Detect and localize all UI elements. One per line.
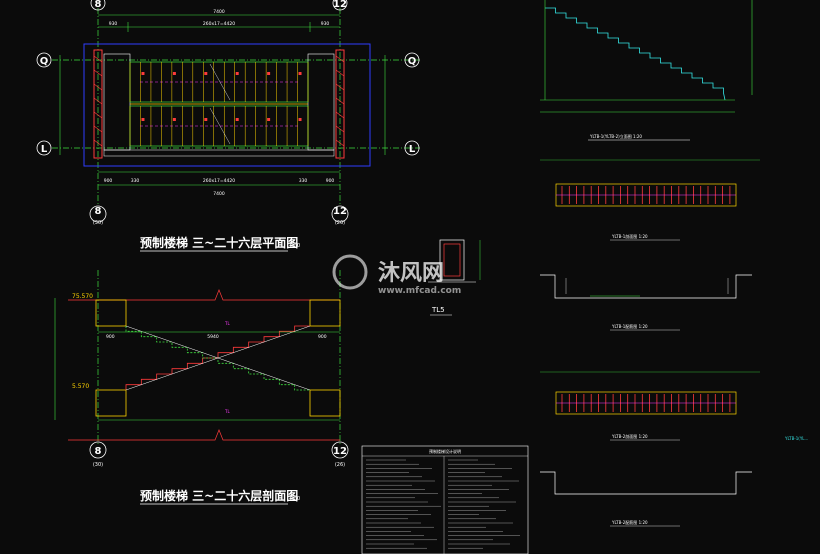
svg-text:TL: TL <box>224 409 230 414</box>
plan-axis-q-left: Q <box>40 56 49 67</box>
watermark-brand: 沐风网 <box>378 261 444 286</box>
panel-sections: YLTB-1剖面图 1:20 YLTB-1配筋图 1:20 YLTB-2剖面图 … <box>540 159 808 527</box>
plan-dim-bot-left2: 330 <box>131 178 140 184</box>
panel-caption-4: YLTB-2配筋图 1:20 <box>611 519 648 525</box>
section-axis-left-sub: (30) <box>93 462 103 468</box>
plan-axis-l-right: L <box>409 144 416 155</box>
plan-dim-bot-right: 900 <box>326 178 335 184</box>
plan-axis-top-left: 8 <box>95 0 102 10</box>
rebar-group-2 <box>556 394 736 412</box>
plan-dim-top-left: 930 <box>109 21 118 27</box>
plan-dim-bot-left: 900 <box>104 178 113 184</box>
side-label: YLTB-1(YL... <box>784 436 808 441</box>
elevation-caption: YLTB-1(YLTB-2)立面图 1:20 <box>589 133 642 139</box>
section-view: 75.570 5.570 TL TL 900 5940 900 8 (30) 1… <box>54 270 349 505</box>
plan-axis-l-left: L <box>41 144 48 155</box>
section-level-mid: 5.570 <box>72 383 89 390</box>
plan-axis-bottom-right-sub: (26) <box>335 220 345 226</box>
plan-dim-bot-right2: 330 <box>299 178 308 184</box>
tl5-label: TL5 <box>431 306 445 314</box>
notes-table-lines <box>366 459 520 549</box>
section-dim-b: 5940 <box>207 334 219 340</box>
section-dim-a: 900 <box>106 334 115 340</box>
section-view-scale: 1:50 <box>289 496 300 502</box>
section-level-top: 75.570 <box>72 293 93 300</box>
plan-dim-top-right: 930 <box>321 21 330 27</box>
stair-elevation: YLTB-1(YLTB-2)立面图 1:20 <box>540 0 753 141</box>
rebar-group-1 <box>556 186 736 204</box>
watermark-url: www.mfcad.com <box>378 286 461 296</box>
notes-table-header: 预制楼梯设计说明 <box>429 448 461 454</box>
plan-axis-q-right: Q <box>408 56 417 67</box>
panel-caption-3: YLTB-2剖面图 1:20 <box>611 433 648 439</box>
svg-text:TL: TL <box>224 321 230 326</box>
section-axis-right-sub: (26) <box>335 462 345 468</box>
plan-axis-bottom-left-sub: (30) <box>93 220 103 226</box>
tl5-detail: TL5 <box>428 239 481 316</box>
plan-view: 8 12 Q Q L L 8 (30) 12 (26) 7400 930 260… <box>36 0 420 252</box>
plan-axis-top-right: 12 <box>333 0 347 10</box>
plan-dim-top-mid: 260x17=4420 <box>203 21 235 27</box>
plan-axis-bottom-left: 8 <box>95 206 102 217</box>
plan-view-scale: 1:50 <box>289 243 300 249</box>
plan-view-title: 预制楼梯 三~二十六层平面图 <box>140 235 298 250</box>
notes-table: 预制楼梯设计说明 <box>361 445 529 554</box>
section-axis-left: 8 <box>95 446 102 457</box>
watermark: 沐风网 www.mfcad.com <box>332 254 461 296</box>
plan-dim-bot-total: 7400 <box>213 191 225 197</box>
section-dim-c: 900 <box>318 334 327 340</box>
panel-caption-2: YLTB-1配筋图 1:20 <box>611 323 648 329</box>
plan-dim-bot-mid: 260x17=4420 <box>203 178 235 184</box>
section-axis-right: 12 <box>333 446 347 457</box>
plan-dim-total-top: 7400 <box>213 9 225 15</box>
panel-caption-1: YLTB-1剖面图 1:20 <box>611 233 648 239</box>
section-view-title: 预制楼梯 三~二十六层剖面图 <box>140 488 298 503</box>
plan-axis-bottom-right: 12 <box>333 206 347 217</box>
